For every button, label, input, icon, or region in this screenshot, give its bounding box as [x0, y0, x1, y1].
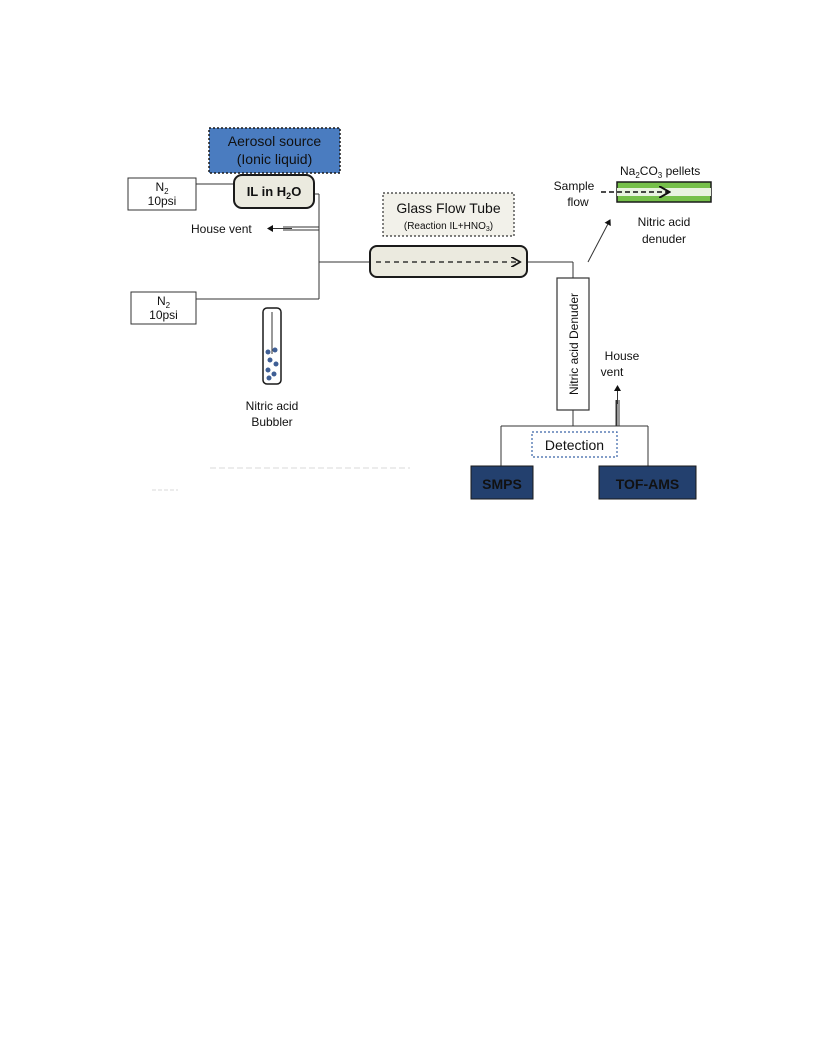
house-vent-left-pipe: [267, 224, 320, 234]
pellets-label: Na2CO3 pellets: [620, 164, 700, 180]
n2-supply-bottom: N2 10psi: [130, 291, 197, 325]
aerosol-source-box: Aerosol source (Ionic liquid): [208, 127, 341, 174]
flow-tube-reaction: (Reaction IL+HNO3): [404, 221, 493, 233]
tof-ams-label: TOF-AMS: [616, 476, 680, 492]
denuder-column: Nitric acid Denuder: [556, 277, 590, 411]
denuder-detail-line1: Nitric acid: [638, 215, 691, 229]
zoom-arrow: [587, 219, 611, 263]
denuder-column-label: Nitric acid Denuder: [567, 293, 581, 395]
house-vent-right-line1: House: [605, 349, 640, 363]
glass-flow-tube: [369, 245, 528, 278]
house-vent-right-pipe: [614, 385, 621, 426]
pellet-denuder-detail: Na2CO3 pellets Sample flow Nitric acid d…: [554, 164, 712, 246]
tubing-lines: [196, 183, 649, 466]
n2-bottom-gas: N2: [157, 294, 171, 310]
n2-top-gas: N2: [155, 180, 169, 196]
flow-tube-title: Glass Flow Tube: [396, 200, 500, 216]
bubbler-label-line1: Nitric acid: [246, 399, 299, 413]
il-vessel: IL in H2O: [233, 174, 315, 209]
house-vent-right-line2: vent: [601, 365, 624, 379]
sample-flow-line2: flow: [567, 195, 589, 209]
detection-box: Detection: [531, 431, 618, 458]
scan-artifact: [152, 467, 410, 491]
smps-instrument: SMPS: [470, 465, 534, 500]
n2-top-pressure: 10psi: [148, 194, 177, 208]
n2-bottom-pressure: 10psi: [149, 308, 178, 322]
aerosol-source-line1: Aerosol source: [228, 133, 322, 149]
nitric-acid-bubbler: Nitric acid Bubbler: [246, 307, 299, 429]
flow-tube-label-box: Glass Flow Tube (Reaction IL+HNO3): [382, 192, 515, 237]
house-vent-left-label: House vent: [191, 222, 252, 236]
bubbler-label-line2: Bubbler: [251, 415, 292, 429]
smps-label: SMPS: [482, 476, 522, 492]
denuder-detail-line2: denuder: [642, 232, 686, 246]
sample-flow-line1: Sample: [554, 179, 595, 193]
detection-label: Detection: [545, 437, 604, 453]
bubbles: [265, 347, 279, 381]
aerosol-source-line2: (Ionic liquid): [237, 151, 312, 167]
il-vessel-label: IL in H2O: [247, 184, 302, 201]
tof-ams-instrument: TOF-AMS: [598, 465, 697, 500]
n2-supply-top: N2 10psi: [127, 177, 197, 211]
